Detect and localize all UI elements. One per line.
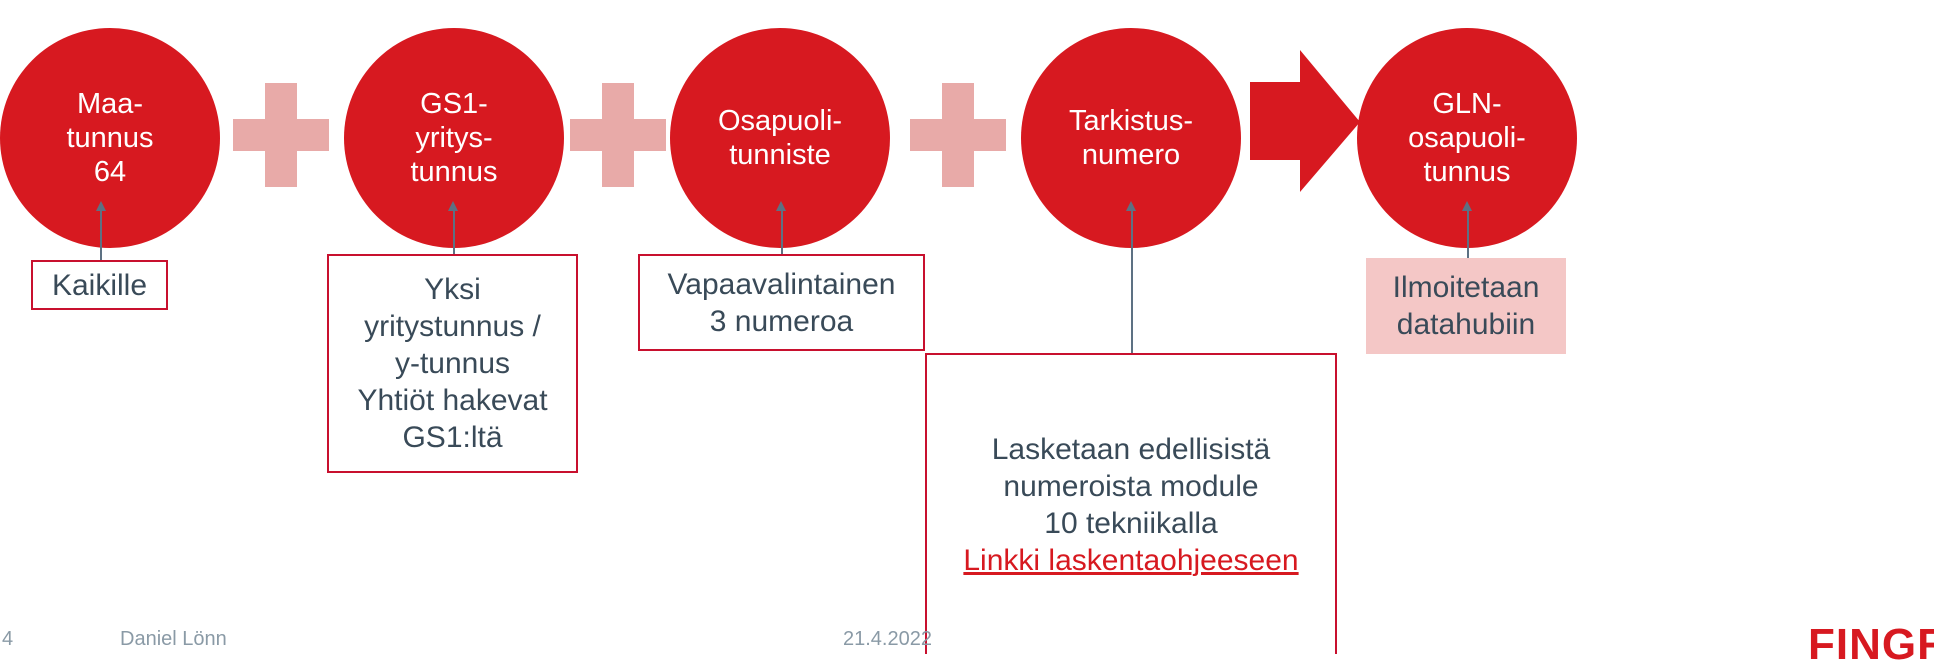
note-kaikille: Kaikille [31, 260, 168, 310]
connector-arrowhead [448, 201, 458, 211]
connector-line [1467, 208, 1469, 258]
connector-line [781, 208, 783, 254]
node-maatunnus-label: Maa- tunnus 64 [66, 88, 154, 188]
fingrid-logo: FINGRID [1808, 620, 1934, 669]
node-maatunnus: Maa- tunnus 64 [0, 28, 220, 248]
plus-icon [910, 83, 1006, 187]
calculation-guide-link[interactable]: Linkki laskentaohjeeseen [963, 543, 1299, 577]
note-datahubiin: Ilmoitetaan datahubiin [1366, 258, 1566, 354]
note-tarkistus: Lasketaan edellisistä numeroista module … [925, 353, 1337, 654]
footer-date: 21.4.2022 [843, 628, 932, 650]
note-tarkistus-text: Lasketaan edellisistä numeroista module … [991, 432, 1271, 540]
connector-line [1131, 208, 1133, 353]
connector-line [100, 208, 102, 260]
plus-icon [233, 83, 329, 187]
node-tarkistusnumero-label: Tarkistus- numero [1068, 105, 1194, 171]
note-kaikille-text: Kaikille [51, 268, 148, 302]
connector-arrowhead [776, 201, 786, 211]
footer-page-number: 4 [2, 628, 14, 650]
note-datahubiin-text: Ilmoitetaan datahubiin [1392, 271, 1540, 341]
connector-arrowhead [1126, 201, 1136, 211]
footer-author: Daniel Lönn [120, 628, 227, 650]
node-gs1-yritystunnus-label: GS1- yritys- tunnus [410, 88, 498, 188]
note-yritystunnus: Yksi yritystunnus / y-tunnus Yhtiöt hake… [327, 254, 578, 473]
connector-line [453, 208, 455, 254]
node-osapuolitunniste-label: Osapuoli- tunniste [717, 105, 843, 171]
note-yritystunnus-text: Yksi yritystunnus / y-tunnus Yhtiöt hake… [357, 273, 548, 454]
node-osapuolitunniste: Osapuoli- tunniste [670, 28, 890, 248]
note-vapaavalintainen: Vapaavalintainen 3 numeroa [638, 254, 925, 351]
connector-arrowhead [96, 201, 106, 211]
connector-arrowhead [1462, 201, 1472, 211]
node-gln-osapuolitunnus-label: GLN- osapuoli- tunnus [1408, 88, 1526, 188]
result-arrow-icon [1250, 50, 1360, 192]
note-vapaavalintainen-text: Vapaavalintainen 3 numeroa [667, 267, 896, 338]
plus-icon [570, 83, 666, 187]
